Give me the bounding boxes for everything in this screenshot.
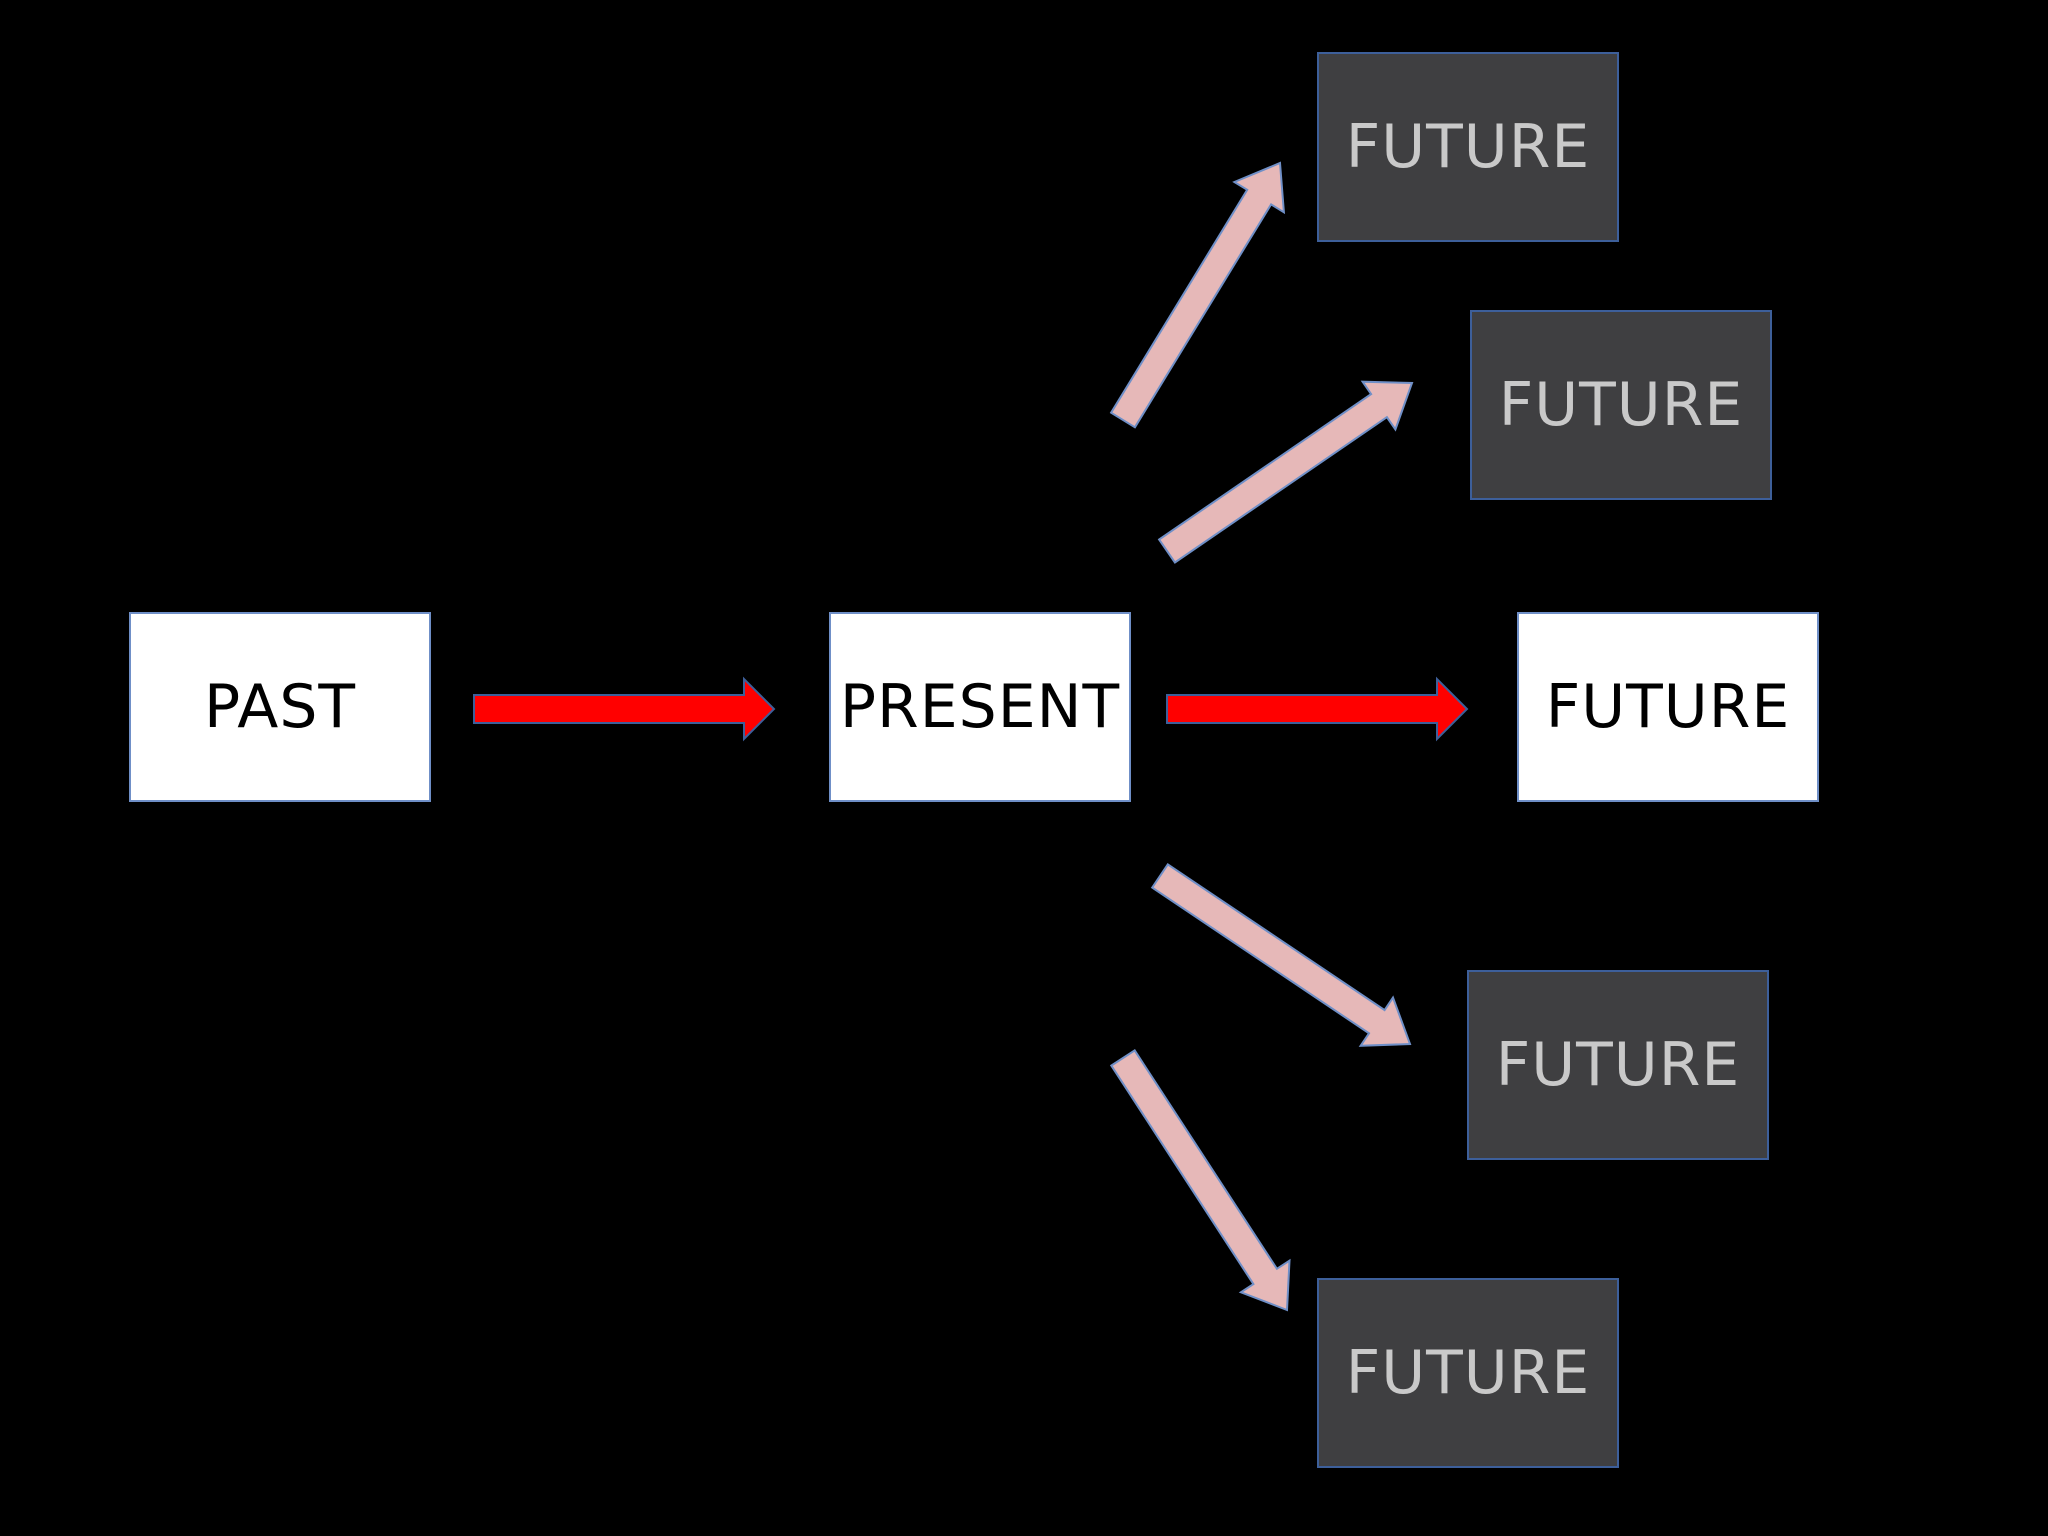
arrow-present-to-future-center — [1166, 676, 1469, 742]
future-2-label: FUTURE — [1498, 370, 1744, 440]
future-1-label: FUTURE — [1345, 112, 1591, 182]
future-5-label: FUTURE — [1345, 1338, 1591, 1408]
future-5-box: FUTURE — [1317, 1278, 1619, 1468]
arrow-present-to-future-5 — [1109, 1049, 1291, 1312]
arrow-present-to-future-2 — [1157, 380, 1414, 564]
future-1-box: FUTURE — [1317, 52, 1619, 242]
future-center-label: FUTURE — [1545, 672, 1791, 742]
past-box: PAST — [129, 612, 431, 802]
arrow-past-to-present — [473, 676, 776, 742]
future-4-box: FUTURE — [1467, 970, 1769, 1160]
present-box: PRESENT — [829, 612, 1131, 802]
past-label: PAST — [203, 672, 357, 742]
future-4-label: FUTURE — [1495, 1030, 1741, 1100]
future-center-box: FUTURE — [1517, 612, 1819, 802]
arrow-group — [473, 161, 1469, 1312]
arrow-present-to-future-4 — [1150, 863, 1412, 1047]
present-label: PRESENT — [839, 672, 1121, 742]
future-2-box: FUTURE — [1470, 310, 1772, 500]
arrow-present-to-future-1 — [1109, 161, 1286, 429]
